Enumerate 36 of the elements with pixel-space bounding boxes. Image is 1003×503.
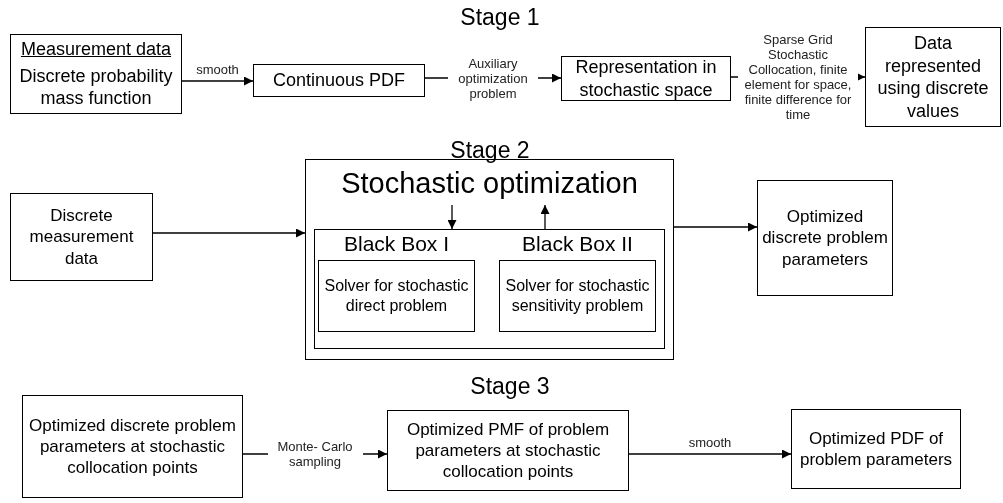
box-heading: Black Box II [522, 231, 633, 257]
box-text: Discrete measurement data [28, 205, 135, 269]
process-box [22, 395, 243, 498]
edge-label: Sparse Grid Stochastic Collocation, finite element for space, finite difference for time [738, 32, 858, 122]
stage-title: Stage 1 [460, 3, 540, 32]
box-text: Solver for stochastic direct problem [323, 276, 470, 316]
process-box [10, 34, 182, 114]
arrow [447, 204, 457, 230]
box-text: Data represented using discrete values [876, 32, 990, 122]
arrow [181, 76, 254, 86]
stage-title: Stage 3 [470, 372, 550, 401]
edge-label: Monte- Carlo sampling [267, 439, 363, 469]
process-box [10, 193, 153, 281]
box-text: Solver for stochastic sensitivity problem [504, 276, 651, 316]
process-box [561, 56, 731, 101]
process-box [757, 180, 893, 296]
process-box [253, 64, 425, 97]
container-box [313, 228, 665, 349]
arrow [628, 449, 792, 459]
box-heading: Black Box I [343, 231, 449, 257]
arrow [540, 204, 550, 230]
box-text: Optimized discrete problem parameters [762, 206, 888, 270]
box-heading: Measurement data [20, 38, 172, 61]
arrow [152, 228, 306, 238]
process-box [791, 409, 961, 489]
arrow [673, 222, 758, 232]
box-text: Continuous PDF [272, 69, 406, 92]
box-text: Discrete probability mass function [18, 64, 174, 110]
box-text: Optimized PDF of problem parameters [798, 427, 954, 471]
title-text: Stochastic optimization [341, 166, 638, 202]
process-box [387, 410, 629, 491]
process-box [865, 27, 1001, 127]
box-text: Optimized discrete problem parameters at stochastic collocation points [28, 414, 237, 479]
box-text: Representation in stochastic space [574, 56, 718, 101]
stage-title: Stage 2 [450, 136, 530, 165]
box-text: Optimized PMF of problem parameters at stochastic collocation points [405, 418, 611, 483]
